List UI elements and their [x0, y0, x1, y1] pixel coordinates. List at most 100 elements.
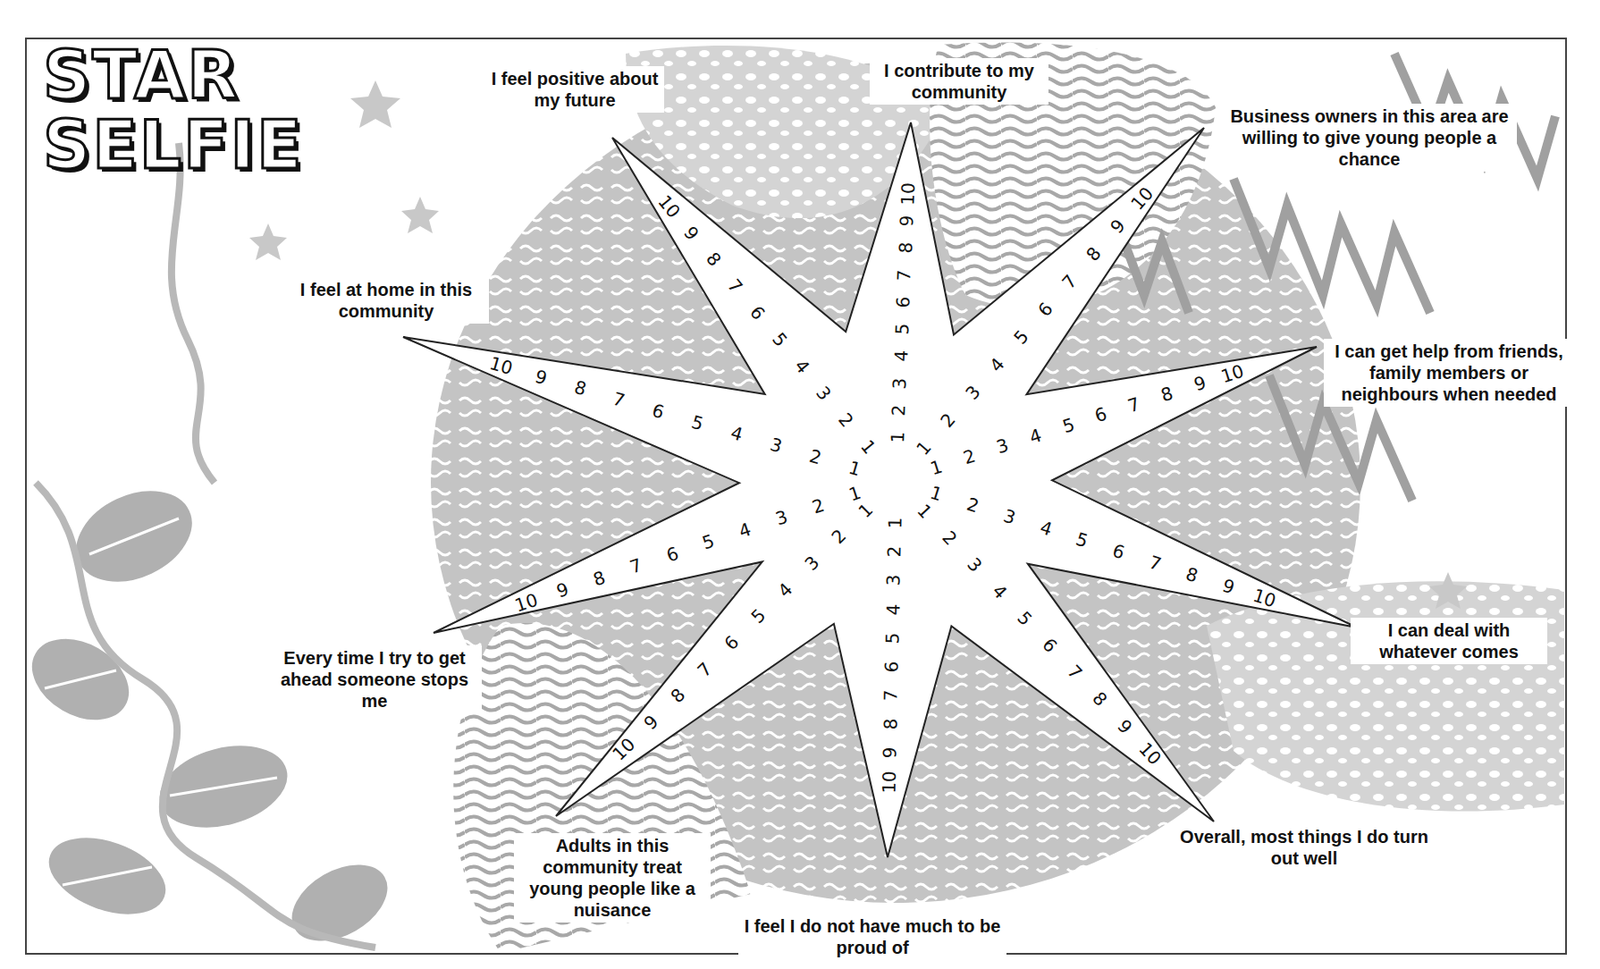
- scale-number: 3: [773, 507, 790, 529]
- statement-label: I feel at home in this community: [283, 277, 489, 324]
- scale-number: 3: [964, 555, 986, 576]
- statement-label: Every time I try to get ahead someone st…: [267, 645, 482, 714]
- scale-number: 10: [880, 770, 900, 794]
- scale-number: 5: [690, 412, 707, 433]
- scale-number: 10: [1219, 361, 1247, 386]
- scale-number: 2: [889, 404, 909, 417]
- scale-number: 1: [854, 499, 876, 521]
- scale-number: 9: [1191, 373, 1208, 395]
- statement-label: I feel I do not have much to be proud of: [738, 913, 1007, 960]
- scale-number: 7: [627, 555, 644, 577]
- scale-number: 9: [554, 580, 571, 601]
- scale-number: 8: [1183, 564, 1200, 585]
- scale-number: 2: [937, 409, 959, 430]
- scale-number: 10: [512, 589, 539, 615]
- scale-number: 7: [894, 269, 914, 282]
- scale-number: 6: [650, 401, 667, 422]
- scale-number: 2: [960, 446, 977, 467]
- statement-label: I feel positive about my future: [485, 66, 665, 113]
- scale-number: 9: [880, 747, 899, 759]
- statement-label: I can deal with whatever comes: [1350, 617, 1548, 665]
- scale-number: 3: [767, 435, 784, 456]
- scale-number: 1: [914, 501, 935, 523]
- scale-number: 5: [1060, 415, 1077, 437]
- scale-number: 5: [1010, 326, 1032, 347]
- scale-number: 2: [835, 410, 858, 431]
- scale-number: 2: [827, 526, 849, 548]
- vine-lines: [35, 143, 376, 948]
- scale-number: 2: [809, 495, 826, 516]
- scale-number: 10: [1136, 738, 1165, 767]
- scale-number: 6: [893, 295, 913, 309]
- statement-label: I can get help from friends, family memb…: [1323, 338, 1575, 407]
- scale-number: 4: [985, 353, 1007, 375]
- scale-number: 7: [724, 276, 747, 297]
- scale-number: 4: [728, 423, 745, 445]
- scale-number: 4: [774, 579, 795, 600]
- scale-number: 10: [488, 353, 515, 378]
- scale-number: 8: [1083, 243, 1104, 264]
- scale-number: 5: [1074, 529, 1091, 550]
- scale-number: 2: [939, 528, 960, 549]
- scale-number: 9: [680, 222, 702, 244]
- scale-number: 6: [1093, 404, 1110, 426]
- statement-label: Business owners in this area are willing…: [1221, 103, 1517, 172]
- scale-number: 5: [883, 631, 902, 644]
- scale-number: 9: [897, 214, 917, 228]
- scale-number: 4: [989, 581, 1011, 603]
- scale-number: 8: [572, 378, 589, 399]
- scale-number: 8: [1158, 384, 1175, 405]
- page-frame: [25, 38, 1567, 954]
- scale-number: 9: [1220, 575, 1237, 597]
- scale-number: 5: [892, 322, 912, 336]
- zigzag-lines: [1117, 53, 1556, 501]
- scale-number: 8: [881, 718, 900, 731]
- scale-number: 10: [898, 182, 918, 206]
- scale-number: 7: [1059, 270, 1080, 292]
- scale-number: 3: [813, 383, 835, 405]
- scale-number: 3: [993, 436, 1011, 457]
- scale-number: 10: [609, 734, 639, 764]
- scale-number: 7: [1125, 394, 1142, 415]
- scale-number: 10: [1128, 184, 1157, 213]
- scale-number: 4: [737, 519, 754, 540]
- scale-number: 9: [1114, 715, 1136, 737]
- leaf-drawings: [15, 471, 404, 960]
- scale-number: 5: [769, 329, 792, 351]
- scale-number: 1: [846, 483, 863, 505]
- scale-number: 1: [928, 482, 945, 504]
- scale-number: 1: [913, 437, 935, 458]
- scale-number: 3: [884, 574, 902, 587]
- scale-number: 4: [884, 603, 902, 615]
- scale-number: 8: [590, 567, 607, 589]
- scale-number: 6: [747, 303, 769, 324]
- scale-number: 8: [702, 249, 725, 270]
- scale-number: 9: [1107, 215, 1129, 236]
- scale-number: 5: [1014, 608, 1036, 630]
- scale-number: 2: [964, 494, 981, 515]
- scale-number: 7: [1146, 552, 1163, 573]
- scale-number: 6: [1111, 540, 1128, 562]
- scale-number: 5: [700, 531, 717, 553]
- scale-number: 7: [1064, 662, 1086, 683]
- scale-number: 2: [807, 446, 824, 467]
- scale-number: 1: [885, 516, 904, 529]
- scale-number: 3: [1001, 505, 1018, 527]
- star-texture: [1206, 581, 1565, 811]
- scale-number: 7: [611, 389, 628, 411]
- scale-number: 3: [961, 381, 983, 403]
- scale-number: 10: [655, 191, 684, 220]
- scale-number: 6: [720, 632, 742, 654]
- wave-texture: [453, 623, 751, 953]
- scale-number: 8: [666, 685, 688, 707]
- scale-number: 3: [800, 553, 822, 574]
- statement-label: I contribute to my community: [869, 58, 1049, 105]
- scale-number: 3: [890, 377, 910, 390]
- scale-number: 4: [791, 356, 813, 378]
- scale-number: 9: [532, 366, 549, 388]
- scale-number: 6: [1039, 635, 1061, 657]
- scale-number: 1: [858, 437, 880, 458]
- scale-number: 5: [747, 606, 768, 627]
- scale-number: 4: [892, 350, 911, 363]
- scale-number: 10: [1251, 586, 1279, 611]
